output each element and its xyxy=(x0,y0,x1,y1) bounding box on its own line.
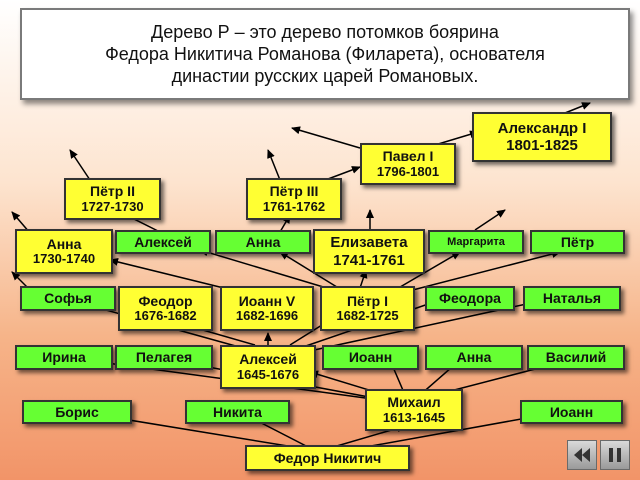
edge-ioannv-anna1730 xyxy=(109,258,241,293)
node-name: Никита xyxy=(213,403,262,420)
node-aleksey-upper: Алексей xyxy=(115,230,211,254)
node-name: Федор Никитич xyxy=(273,449,382,466)
edge-petr-anna xyxy=(279,251,346,293)
node-irina: Ирина xyxy=(15,345,113,370)
node-name: Анна xyxy=(245,233,281,250)
node-name: Павел I xyxy=(382,148,434,165)
node-fedor-nikitich: Федор Никитич xyxy=(245,445,410,471)
rewind-icon xyxy=(574,448,590,462)
title-line-3: династии русских царей Романовых. xyxy=(171,66,479,86)
edge-petrii-up xyxy=(69,149,91,181)
node-name: Наталья xyxy=(542,290,602,307)
node-name: Пелагея xyxy=(135,349,193,366)
node-years: 1801-1825 xyxy=(506,137,578,154)
node-name: Алексей xyxy=(239,351,297,368)
node-elizaveta: Елизавета 1741-1761 xyxy=(313,229,425,274)
node-years: 1682-1725 xyxy=(336,308,399,324)
node-vasiliy: Василий xyxy=(527,345,625,370)
node-anna-1730: Анна 1730-1740 xyxy=(15,229,113,274)
node-name: Василий xyxy=(545,349,607,366)
node-years: 1796-1801 xyxy=(376,163,440,179)
node-years: 1676-1682 xyxy=(134,308,197,324)
node-name: Михаил xyxy=(387,394,441,411)
node-name: Иоанн xyxy=(348,349,393,366)
node-name: Пётр xyxy=(560,233,595,250)
node-years: 1741-1761 xyxy=(333,251,405,269)
node-ioann-1: Иоанн xyxy=(520,400,623,424)
node-years: 1682-1696 xyxy=(235,308,299,324)
nav-prev-button[interactable] xyxy=(567,440,597,470)
node-name: Пётр III xyxy=(269,183,319,200)
node-mikhail: Михаил 1613-1645 xyxy=(365,389,463,431)
title-line-2: Федора Никитича Романова (Филарета), осн… xyxy=(105,44,545,64)
edge-petr-aleksey xyxy=(199,248,341,293)
edge-paveli-left xyxy=(291,126,361,149)
node-years: 1613-1645 xyxy=(382,409,446,425)
node-margarita: Маргарита xyxy=(428,230,524,254)
node-years: 1727-1730 xyxy=(81,198,144,214)
node-feodora: Феодора xyxy=(425,286,515,311)
title-line-1: Дерево Р – это дерево потомков боярина xyxy=(151,22,499,42)
node-ioann-v: Иоанн V 1682-1696 xyxy=(220,286,314,331)
node-anna-mid: Анна xyxy=(425,345,523,370)
nav-next-button[interactable] xyxy=(600,440,630,470)
node-name: Иоанн V xyxy=(238,292,296,309)
node-aleksandr-i: Александр I 1801-1825 xyxy=(472,112,612,162)
node-ioann-2: Иоанн xyxy=(322,345,419,370)
node-feodor: Феодор 1676-1682 xyxy=(118,286,213,331)
pause-icon xyxy=(609,448,621,462)
node-sofya: Софья xyxy=(20,286,116,311)
node-anna-upper: Анна xyxy=(215,230,311,254)
node-name: Маргарита xyxy=(447,235,505,248)
node-petr-iii: Пётр III 1761-1762 xyxy=(246,178,342,220)
node-petr-i: Пётр I 1682-1725 xyxy=(320,286,415,331)
node-years: 1761-1762 xyxy=(262,198,326,214)
node-name: Пётр I xyxy=(346,292,389,309)
node-name: Алексей xyxy=(134,233,192,250)
node-petr-upper: Пётр xyxy=(530,230,625,254)
edge-petriii-up xyxy=(267,149,281,181)
node-pavel-i: Павел I 1796-1801 xyxy=(360,143,456,185)
node-boris: Борис xyxy=(22,400,132,424)
node-name: Феодора xyxy=(439,290,501,307)
node-petr-ii: Пётр II 1727-1730 xyxy=(64,178,161,220)
node-name: Феодор xyxy=(138,292,193,309)
node-name: Александр I xyxy=(497,119,587,137)
node-name: Анна xyxy=(456,349,492,366)
edge-petr-petr xyxy=(404,250,561,293)
node-name: Елизавета xyxy=(330,234,408,252)
title-box: Дерево Р – это дерево потомков боярина Ф… xyxy=(20,8,630,100)
node-pelageya: Пелагея xyxy=(115,345,213,370)
node-years: 1645-1676 xyxy=(236,366,300,382)
node-name: Ирина xyxy=(42,349,86,366)
node-name: Иоанн xyxy=(549,403,594,420)
node-years: 1730-1740 xyxy=(32,251,96,267)
node-natalya: Наталья xyxy=(523,286,621,311)
node-name: Софья xyxy=(44,290,92,307)
node-name: Борис xyxy=(55,403,99,420)
node-aleksey-1645: Алексей 1645-1676 xyxy=(220,345,316,389)
node-name: Анна xyxy=(46,235,82,252)
edge-margarita-up xyxy=(474,209,506,231)
edge-petr-margarita xyxy=(394,251,461,291)
node-name: Пётр II xyxy=(90,183,135,200)
node-nikita: Никита xyxy=(185,400,290,424)
